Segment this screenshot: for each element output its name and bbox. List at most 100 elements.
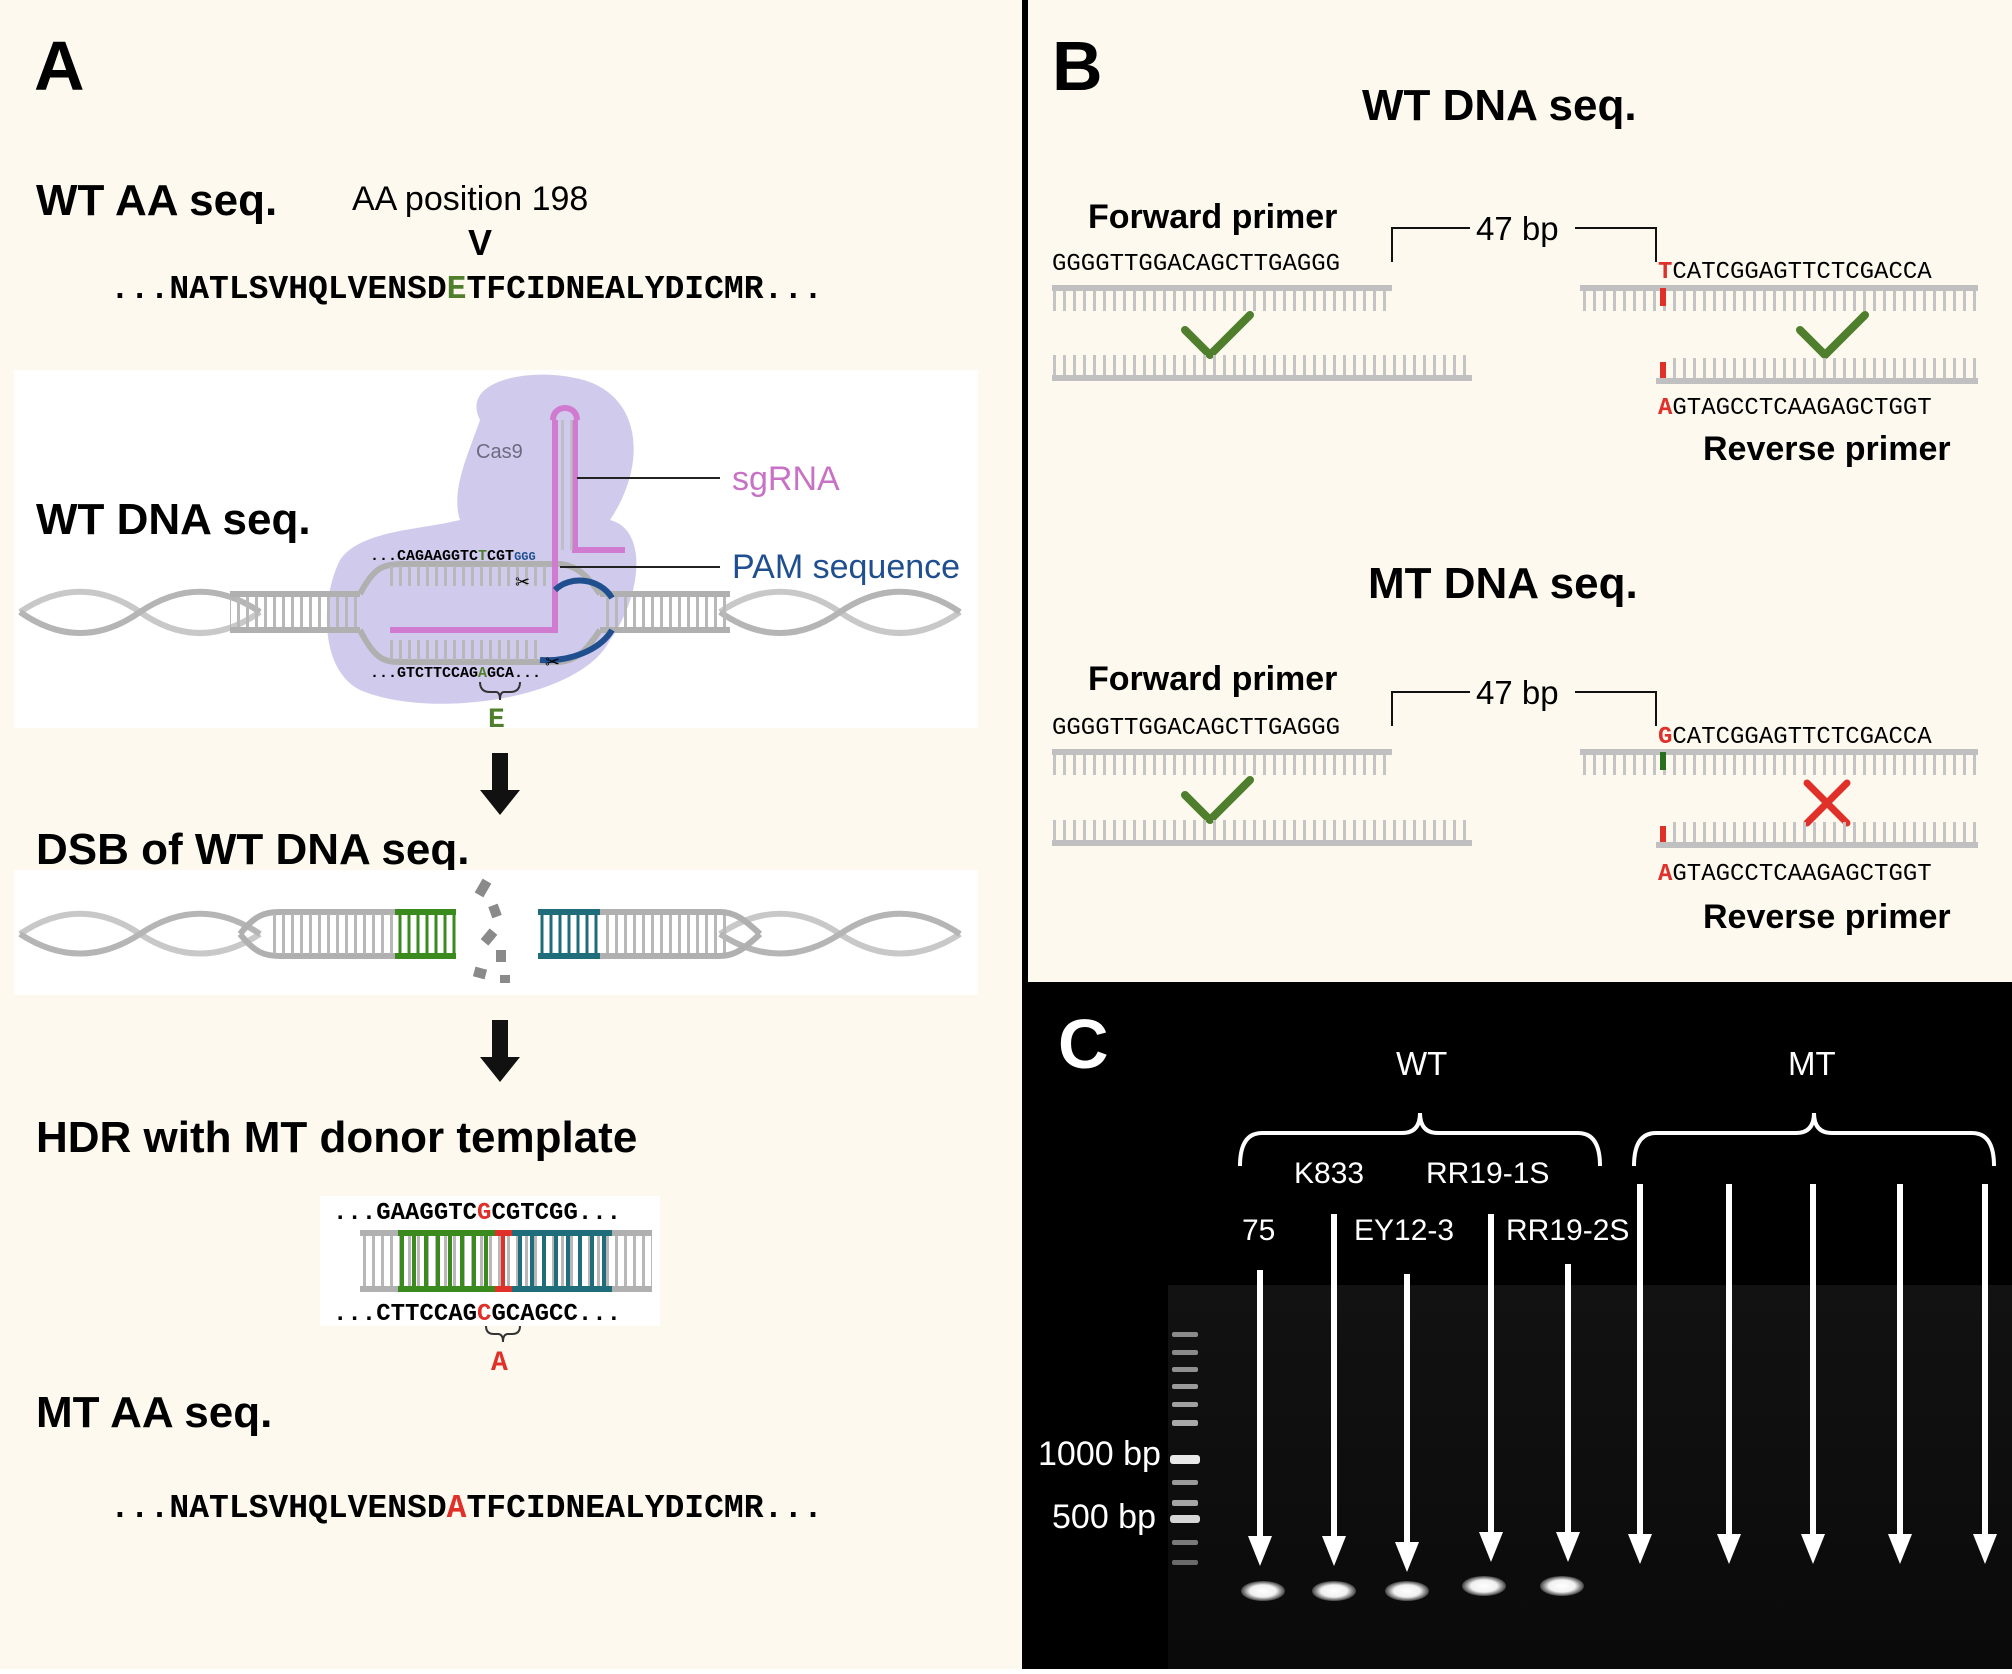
panel-b-letter: B [1052, 27, 1103, 105]
mt-right-top-rungs [1580, 755, 1978, 775]
pam-label: PAM sequence [732, 548, 960, 586]
wt-dna-title: WT DNA seq. [36, 495, 311, 544]
hdr-green-segment [398, 1230, 495, 1292]
wt-bottom-mismatch-base [1660, 362, 1666, 380]
hdr-amino-acid: A [491, 1348, 508, 1379]
duplex-right-rungs [600, 594, 730, 630]
panel-divider [1022, 0, 1028, 985]
hdr-bottom-sequence: ...CTTCCAGCGCAGCC... [333, 1301, 621, 1328]
mt-aa-title: MT AA seq. [36, 1388, 272, 1437]
helix-right-strand-2 [718, 588, 962, 636]
dsb-left-rungs [270, 914, 395, 954]
wt-left-top-rungs [1052, 291, 1392, 311]
process-arrow-1-head [480, 790, 520, 815]
mt-right-bottom-rungs [1668, 822, 1978, 844]
codon-amino-acid: E [488, 705, 505, 736]
mt-group-label: MT [1788, 1045, 1836, 1082]
dsb-helix-left-2 [18, 910, 262, 957]
dsb-right-rungs [600, 914, 730, 954]
gel-bands [1241, 1576, 1584, 1601]
dsb-right-end [600, 909, 763, 959]
bubble-bottom-strand [357, 628, 603, 665]
hdr-red-mutation [495, 1230, 512, 1292]
mt-forward-primer-sequence: GGGGTTGGACAGCTTGAGGG [1052, 715, 1340, 742]
dsb-right-teal-rungs [540, 912, 598, 956]
wt-gap-label: 47 bp [1476, 210, 1559, 247]
scissors-top-icon: ✂ [515, 572, 530, 592]
mt-reverse-primer-label: Reverse primer [1703, 898, 1951, 936]
hdr-teal-segment [512, 1230, 612, 1292]
helix-left-strand-2 [18, 588, 262, 636]
wt-right-bottom-rungs [1668, 358, 1978, 380]
lane-label-k833: K833 [1294, 1157, 1364, 1190]
bottom-strand-sequence: ...GTCTTCCAGAGCA... [370, 665, 541, 682]
gel-image [1168, 1285, 2012, 1669]
wt-reverse-check-icon [1796, 311, 1869, 359]
duplex-left-rungs [230, 594, 360, 630]
mt-reverse-cross-icon [1803, 779, 1851, 827]
hdr-title: HDR with MT donor template [36, 1113, 637, 1162]
dsb-left-end [237, 909, 395, 959]
mt-dna-seq-title: MT DNA seq. [1368, 559, 1638, 608]
band-lane-rr19-1s [1462, 1576, 1506, 1596]
wt-right-top-rungs [1580, 291, 1978, 311]
wt-reverse-primer-label: Reverse primer [1703, 430, 1951, 468]
process-arrow-2-shaft [492, 1020, 508, 1060]
dsb-helix-right-2 [718, 910, 962, 957]
wt-reverse-top-sequence: TCATCGGAGTTCTCGACCA [1658, 259, 1932, 286]
dsb-left-green-rungs [398, 912, 456, 956]
mt-reverse-top-sequence: GCATCGGAGTTCTCGACCA [1658, 724, 1932, 751]
wt-forward-primer-sequence: GGGGTTGGACAGCTTGAGGG [1052, 251, 1340, 278]
band-lane-75 [1241, 1581, 1285, 1601]
scissors-bottom-icon: ✂ [545, 652, 560, 672]
ladder-label-500bp: 500 bp [1052, 1498, 1156, 1536]
ladder-label-1000bp: 1000 bp [1038, 1435, 1161, 1473]
dna-ladder [1170, 1332, 1200, 1565]
top-strand-sequence: ...CAGAAGGTCTCGTGGG [370, 548, 536, 565]
dsb-break-fragments [472, 878, 510, 983]
wt-forward-primer-label: Forward primer [1088, 198, 1337, 236]
wt-gap-bracket [1391, 227, 1657, 262]
mt-gap-label: 47 bp [1476, 674, 1559, 711]
wt-aa-title: WT AA seq. [36, 176, 277, 225]
lane-label-rr19-2s: RR19-2S [1506, 1214, 1629, 1247]
band-lane-k833 [1312, 1581, 1356, 1601]
bubble-bottom-rungs [390, 640, 540, 660]
lane-arrows [1248, 1184, 1997, 1572]
sgrna-hairpin-rungs [556, 420, 574, 550]
cas9-label: Cas9 [476, 441, 523, 463]
mt-top-mismatch-base [1660, 752, 1666, 770]
lane-label-75: 75 [1242, 1214, 1275, 1247]
mt-bottom-mismatch-base [1660, 826, 1666, 844]
mt-forward-primer-label: Forward primer [1088, 660, 1337, 698]
mt-primer-diagram: MT DNA seq. Forward primer GGGGTTGGACAGC… [1052, 559, 1978, 936]
mt-group-bracket [1632, 1112, 1996, 1167]
mt-left-bottom-rungs [1052, 820, 1472, 842]
process-arrow-2-head [480, 1057, 520, 1082]
dsb-illustration-background [14, 870, 978, 995]
hdr-top-sequence: ...GAAGGTCGCGTCGG... [333, 1200, 621, 1227]
mt-left-top-rungs [1052, 755, 1392, 775]
wt-group-label: WT [1396, 1045, 1447, 1082]
mt-reverse-primer-sequence: AGTAGCCTCAAGAGCTGGT [1658, 861, 1932, 888]
codon-bracket [479, 681, 521, 701]
band-lane-ey12-3 [1385, 1581, 1429, 1601]
panel-b-background [1028, 0, 2012, 982]
hdr-codon-bracket [485, 1325, 521, 1343]
dsb-title: DSB of WT DNA seq. [36, 825, 469, 874]
sgrna-loop [550, 405, 580, 421]
lane-label-ey12-3: EY12-3 [1354, 1214, 1454, 1247]
panel-c-letter: C [1058, 1005, 1109, 1083]
aa-position-label: AA position 198 [352, 180, 588, 218]
wt-reverse-primer-sequence: AGTAGCCTCAAGAGCTGGT [1658, 395, 1932, 422]
band-lane-rr19-2s [1540, 1576, 1584, 1596]
panel-a-letter: A [34, 27, 85, 105]
lane-label-rr19-1s: RR19-1S [1426, 1157, 1549, 1190]
sgrna-label: sgRNA [732, 460, 840, 498]
bubble-top-rungs [390, 566, 560, 586]
process-arrow-1-shaft [492, 753, 508, 793]
wt-group-bracket [1238, 1112, 1602, 1167]
wt-primer-diagram: WT DNA seq. Forward primer GGGGTTGGACAGC… [1052, 81, 1978, 468]
